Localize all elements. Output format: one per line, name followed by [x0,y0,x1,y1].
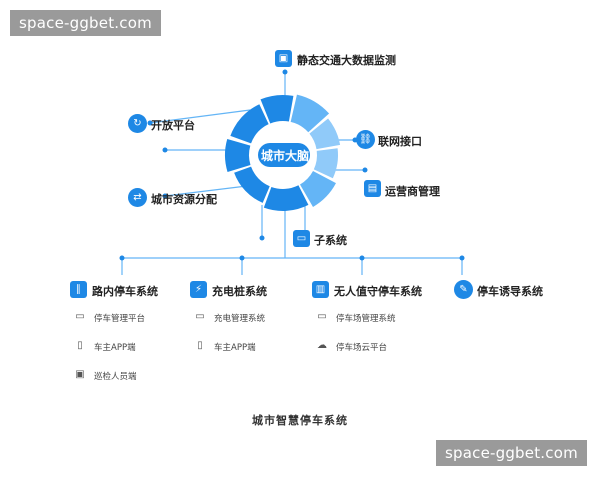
laptop-icon: ▭ [75,311,85,322]
branch-static-traffic: 静态交通大数据监测 [297,54,396,67]
laptop-icon: ▭ [195,311,205,322]
charger-icon: ⚡ [190,281,207,298]
hub-ring-segment [230,104,269,144]
watermark-bottom: space-ggbet.com [436,440,587,466]
share-icon: ⇄ [128,188,147,207]
kiosk-icon: ▥ [312,281,329,298]
connector-lines [121,72,463,275]
subsystem-title: 充电桩系统 [212,285,267,298]
branch-resource-allocation: 城市资源分配 [151,193,217,206]
branch-open-platform: 开放平台 [151,119,195,132]
signpost-icon: ✎ [454,280,473,299]
subsystem-item: 停车管理平台 [94,314,146,324]
watermark-top: space-ggbet.com [10,10,161,36]
cloud-icon: ☁ [317,340,327,351]
hub-ring-segment [300,170,336,207]
subsystem-item: 车主APP端 [214,343,256,353]
cart-icon: ▤ [364,180,381,197]
hub-ring-segment [263,185,309,212]
branch-operator-management: 运营商管理 [385,185,440,198]
tablet-icon: ▣ [75,369,85,380]
hub-ring [225,94,341,212]
subsystem-title: 停车诱导系统 [477,285,543,298]
hub-ring-segment [260,95,294,124]
subsystem-item: 停车场管理系统 [336,314,396,324]
hub-ring-segment [309,118,341,150]
subsystem-item: 停车场云平台 [336,343,388,353]
link-icon: ⛓ [356,130,375,149]
road-icon: ∥ [70,281,87,298]
hub-label: 城市大脑 [261,149,310,163]
footer-caption: 城市智慧停车系统 [252,414,348,427]
screen-icon: ▭ [293,230,310,247]
refresh-icon: ↻ [128,114,147,133]
hub-bubble [258,143,310,167]
phone-icon: ▯ [77,340,83,351]
hub-ring-segment [290,94,330,133]
subsystem-title: 路内停车系统 [92,285,158,298]
hub-ring-segment [234,166,270,203]
subsystem-item: 充电管理系统 [214,314,266,324]
subsystem-item: 巡检人员端 [94,372,137,382]
hub-ring-segment [313,148,338,179]
phone-icon: ▯ [197,340,203,351]
branch-subsystem: 子系统 [314,234,347,247]
subsystem-item: 车主APP端 [94,343,136,353]
subsystem-title: 无人值守停车系统 [334,285,422,298]
laptop-icon: ▭ [317,311,327,322]
monitor-icon: ▣ [275,50,292,67]
branch-network-interface: 联网接口 [378,135,422,148]
hub-ring-segment [225,139,251,172]
